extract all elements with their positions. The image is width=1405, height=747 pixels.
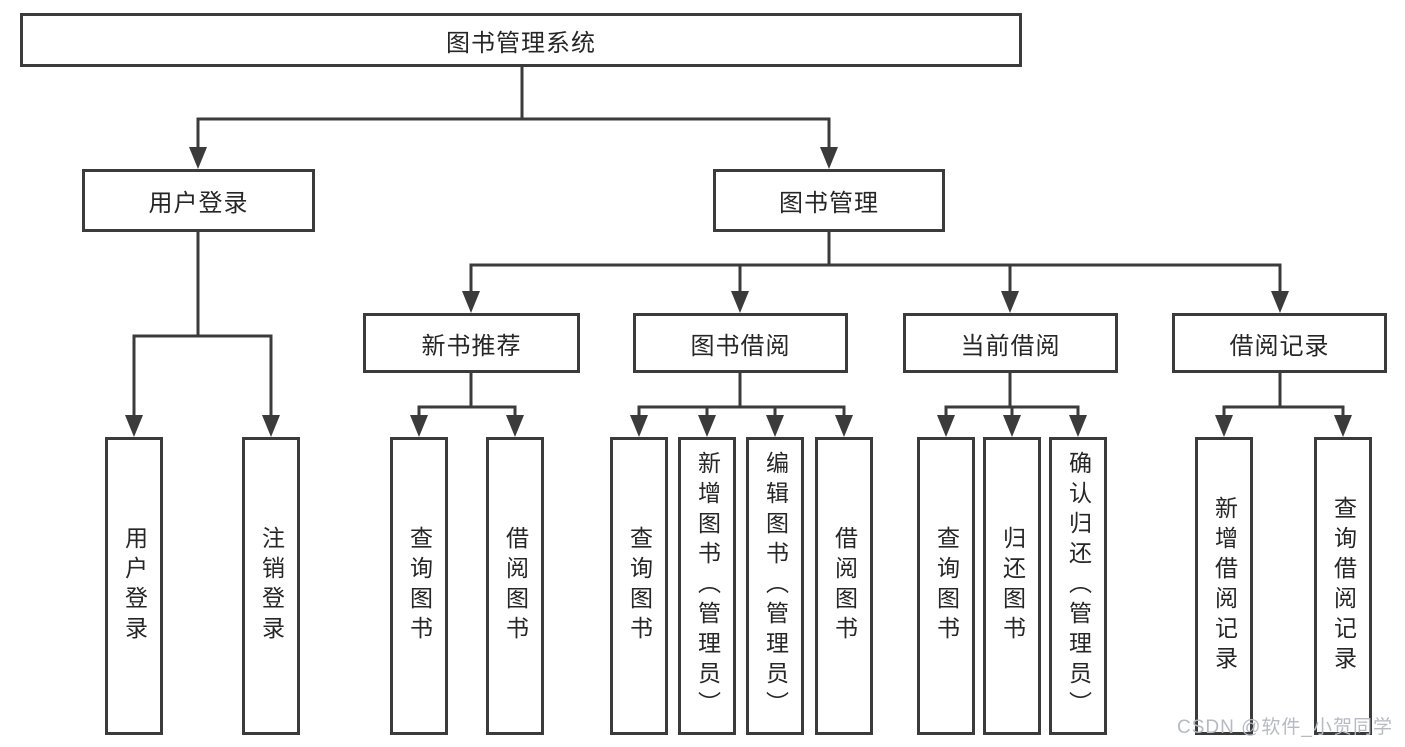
leaf-recommend-query-books: 查询图书 — [390, 437, 448, 735]
node-label: 当前借阅 — [960, 332, 1061, 360]
leaf-label: 查询图书 — [933, 526, 960, 646]
node-label: 图书管理 — [779, 190, 879, 217]
node-root-library-management-system: 图书管理系统 — [20, 13, 1022, 67]
connector-current-borrowing-to-leaves — [937, 373, 1087, 437]
connector-borrowing-records-to-leaves — [1215, 373, 1352, 437]
connector-new-book-recommend-to-leaves — [410, 373, 524, 437]
node-current-borrowing: 当前借阅 — [903, 313, 1118, 373]
csdn-watermark: CSDN @软件_小贺同学 — [1177, 717, 1393, 738]
leaf-label: 用户登录 — [121, 526, 148, 646]
node-borrowing-records: 借阅记录 — [1172, 313, 1387, 373]
leaf-current-confirm-return-admin: 确认归还（管理员） — [1049, 437, 1107, 735]
leaf-label: 新增图书（管理员） — [694, 451, 721, 721]
leaf-label: 编辑图书（管理员） — [762, 451, 789, 721]
connector-root-to-level2 — [189, 67, 838, 169]
leaf-label: 确认归还（管理员） — [1065, 451, 1092, 721]
node-label: 新书推荐 — [421, 332, 522, 360]
leaf-label: 查询图书 — [626, 526, 653, 646]
node-book-borrowing: 图书借阅 — [633, 313, 848, 373]
leaf-records-query-record: 查询借阅记录 — [1314, 437, 1372, 735]
connector-user-login-to-leaves — [125, 232, 280, 437]
leaf-records-add-record: 新增借阅记录 — [1195, 437, 1253, 735]
leaf-label: 查询借阅记录 — [1330, 496, 1357, 676]
leaf-current-return-books: 归还图书 — [983, 437, 1041, 735]
leaf-label: 借阅图书 — [831, 526, 858, 646]
node-book-management: 图书管理 — [713, 169, 945, 232]
leaf-borrowing-edit-books-admin: 编辑图书（管理员） — [746, 437, 804, 735]
node-label: 用户登录 — [148, 190, 249, 217]
leaf-current-query-books: 查询图书 — [917, 437, 975, 735]
leaf-borrowing-query-books: 查询图书 — [610, 437, 668, 735]
node-user-login: 用户登录 — [82, 169, 315, 232]
node-new-book-recommend: 新书推荐 — [363, 313, 580, 373]
leaf-borrowing-add-books-admin: 新增图书（管理员） — [678, 437, 736, 735]
node-label: 图书管理系统 — [446, 29, 596, 57]
leaf-label: 归还图书 — [999, 526, 1026, 646]
leaf-label: 借阅图书 — [502, 526, 529, 646]
connector-book-management-to-level3 — [462, 232, 1289, 313]
leaf-label: 查询图书 — [406, 526, 433, 646]
leaf-user-login: 用户登录 — [105, 437, 163, 735]
connector-book-borrowing-to-leaves — [630, 373, 853, 437]
leaf-label: 注销登录 — [258, 526, 285, 646]
node-label: 借阅记录 — [1229, 332, 1330, 360]
leaf-recommend-borrow-books: 借阅图书 — [486, 437, 544, 735]
leaf-label: 新增借阅记录 — [1211, 496, 1238, 676]
leaf-logout: 注销登录 — [242, 437, 300, 735]
leaf-borrowing-borrow-books: 借阅图书 — [815, 437, 873, 735]
node-label: 图书借阅 — [690, 332, 791, 360]
